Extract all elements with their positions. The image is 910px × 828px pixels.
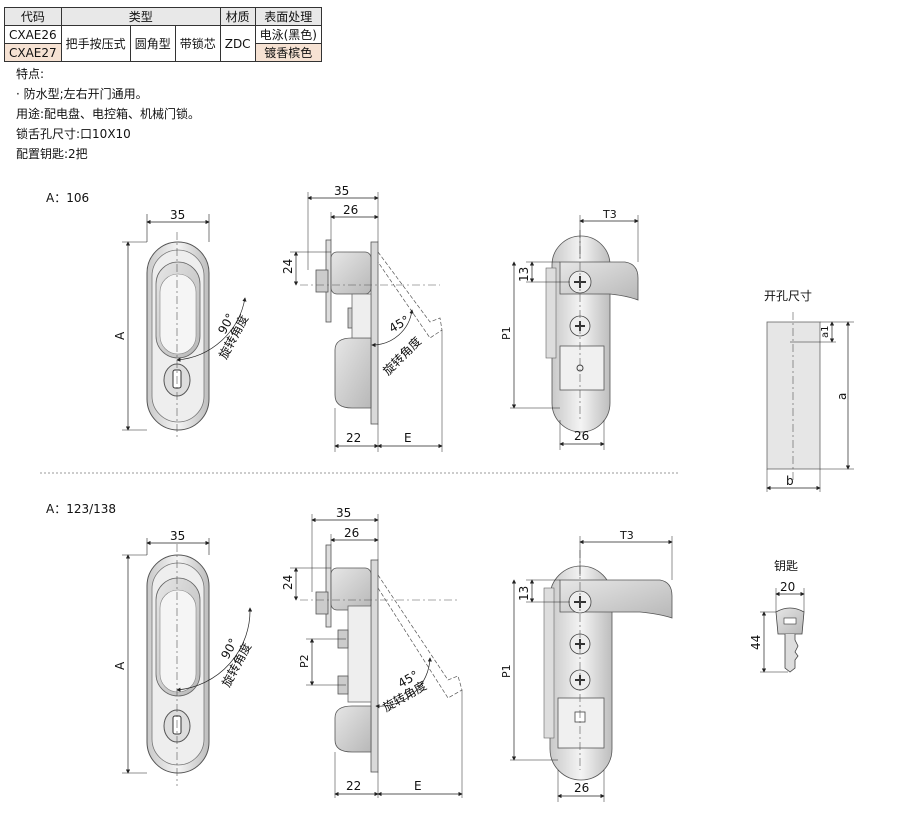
code-cell: CXAE27 [4, 43, 62, 62]
dim-44-label: 44 [749, 635, 763, 650]
dim-24-label: 24 [281, 259, 295, 274]
back-view-a: T3 13 P1 26 [500, 208, 639, 450]
notes-feature: · 防水型;左右开门通用。 [16, 87, 148, 101]
header-type: 类型 [60, 7, 221, 26]
key-title: 钥匙 [774, 559, 798, 573]
dim-a-b-label: A [113, 661, 127, 670]
front-view-a: 35 A 90° 旋转角度 [113, 208, 251, 440]
back-view-b: T3 13 P1 26 [500, 529, 673, 802]
key-view: 钥匙 20 44 [749, 559, 805, 673]
spec-table: 代码 类型 材质 表面处理 CXAE26 把手按压式 圆角型 带锁芯 ZDC 电… [4, 7, 322, 62]
type-cell: 带锁芯 [174, 25, 221, 62]
dim-p2-label: P2 [298, 654, 311, 668]
front-view-b: 35 A 90° 旋转角度 [113, 529, 254, 786]
dim-26-side-label: 26 [343, 203, 358, 217]
finish-cell: 电泳(黑色) [254, 25, 322, 44]
angle-45-label: 45° [387, 313, 412, 336]
header-material: 材质 [219, 7, 256, 26]
table-row: CXAE26 把手按压式 圆角型 带锁芯 ZDC 电泳(黑色) [4, 25, 322, 62]
dim-22-b-label: 22 [346, 779, 361, 793]
dim-p1-label: P1 [500, 326, 513, 340]
cutout-view: 开孔尺寸 a a1 b [764, 289, 854, 492]
dim-24-b-label: 24 [281, 575, 295, 590]
rotation-side-label: 旋转角度 [380, 334, 425, 379]
dim-a-label: A [113, 331, 127, 340]
dim-t3-label: T3 [602, 208, 617, 221]
table-row: CXAE27 镀香槟色 [4, 43, 322, 62]
finish-cell: 镀香槟色 [254, 43, 322, 62]
dim-35-side-b-label: 35 [336, 506, 351, 520]
dim-e-label: E [404, 431, 412, 445]
notes-title: 特点: [16, 67, 45, 81]
side-view-b: 35 26 24 P2 22 E 45° 旋转角度 [281, 506, 463, 798]
dim-26-back-label: 26 [574, 429, 589, 443]
dim-p1-b-label: P1 [500, 664, 513, 678]
dim-35-label: 35 [170, 208, 185, 222]
dim-35-b-label: 35 [170, 529, 185, 543]
feature-notes: 特点: · 防水型;左右开门通用。 用途:配电盘、电控箱、机械门锁。 锁舌孔尺寸… [16, 64, 200, 164]
type-cell: 圆角型 [129, 25, 176, 62]
material-cell: ZDC [219, 25, 256, 62]
dim-20-label: 20 [780, 580, 795, 594]
notes-keys: 配置钥匙:2把 [16, 147, 88, 161]
dim-35-side-label: 35 [334, 184, 349, 198]
notes-usage: 用途:配电盘、电控箱、机械门锁。 [16, 107, 201, 121]
cutout-title: 开孔尺寸 [764, 289, 812, 303]
dim-t3-b-label: T3 [619, 529, 634, 542]
dim-13-label: 13 [517, 267, 531, 282]
notes-hole: 锁舌孔尺寸:口10X10 [16, 127, 131, 141]
dim-26-back-b-label: 26 [574, 781, 589, 795]
section-a-label: A：106 [46, 191, 89, 205]
section-b-label: A：123/138 [46, 502, 116, 516]
dim-22-label: 22 [346, 431, 361, 445]
side-view-a: 35 26 24 22 E 45° 旋转角度 [281, 184, 443, 452]
dim-a1-label: a1 [820, 326, 831, 339]
table-header-row: 代码 类型 材质 表面处理 [4, 7, 322, 26]
dim-e-b-label: E [414, 779, 422, 793]
header-code: 代码 [4, 7, 62, 26]
dim-13-b-label: 13 [517, 586, 531, 601]
dim-b-label: b [786, 474, 794, 488]
dim-a-small-label: a [835, 393, 849, 400]
dim-26-side-b-label: 26 [344, 526, 359, 540]
